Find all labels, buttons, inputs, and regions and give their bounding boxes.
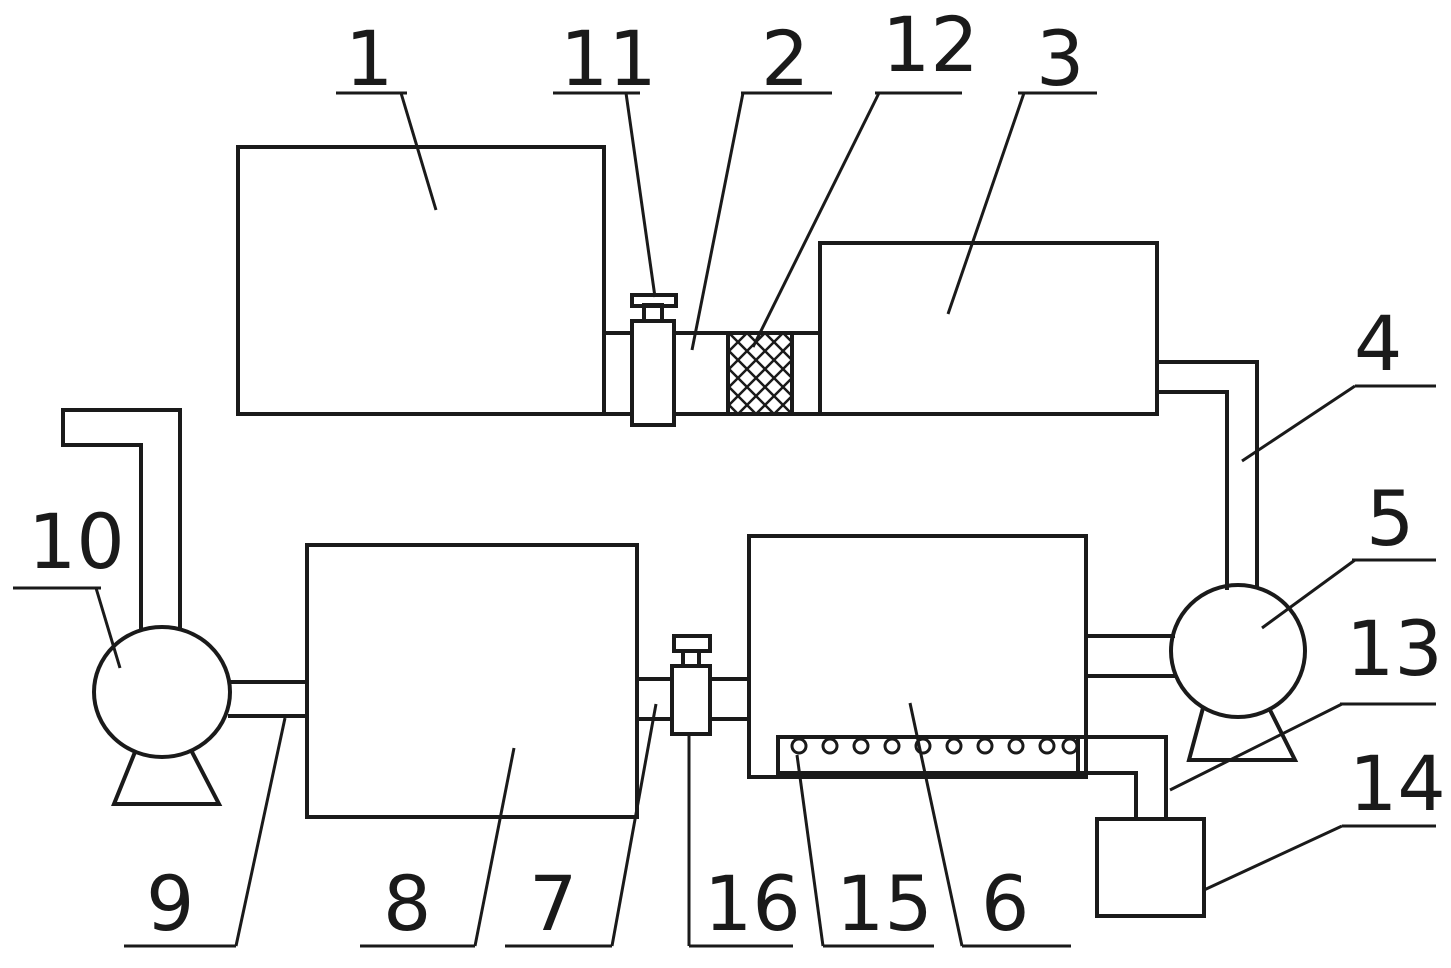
- pipe-9: [228, 680, 309, 718]
- tank-1: [236, 145, 606, 416]
- label-5: 5: [1366, 474, 1414, 563]
- aeration-pipe-15: [776, 735, 1080, 775]
- label-16: 16: [704, 859, 801, 948]
- label-group-3: 3: [946, 14, 1097, 315]
- label-8: 8: [383, 859, 431, 948]
- label-group-16: 16: [687, 734, 801, 948]
- filter-mesh-12: [726, 331, 794, 416]
- valve-11: [630, 293, 678, 427]
- label-group-10: 10: [13, 497, 125, 669]
- label-7: 7: [529, 859, 577, 948]
- pipe-4: [1155, 360, 1259, 590]
- label-3: 3: [1036, 14, 1084, 103]
- label-13: 13: [1346, 604, 1443, 693]
- blower-14: [1095, 817, 1206, 918]
- label-4: 4: [1354, 299, 1402, 388]
- label-11: 11: [560, 14, 657, 103]
- label-1: 1: [345, 14, 393, 103]
- label-group-5: 5: [1261, 474, 1436, 630]
- label-group-2: 2: [690, 14, 832, 351]
- tank-8: [305, 543, 639, 819]
- label-group-7: 7: [505, 703, 658, 948]
- label-group-12: 12: [751, 0, 979, 348]
- label-2: 2: [761, 14, 809, 103]
- label-group-11: 11: [553, 14, 657, 298]
- label-15: 15: [836, 859, 933, 948]
- label-12: 12: [882, 0, 979, 89]
- pipe-tank6-pump5: [1084, 634, 1177, 678]
- label-group-15: 15: [795, 754, 934, 948]
- valve-16: [670, 634, 712, 736]
- pump-10: [61, 408, 232, 806]
- label-group-6: 6: [908, 702, 1071, 948]
- label-6: 6: [981, 859, 1029, 948]
- label-group-1: 1: [336, 14, 438, 211]
- label-14: 14: [1349, 739, 1446, 828]
- air-pipe-13: [1076, 735, 1168, 821]
- label-group-14: 14: [1203, 739, 1446, 892]
- label-group-9: 9: [124, 717, 287, 948]
- label-9: 9: [146, 859, 194, 948]
- tank-6: [747, 534, 1088, 779]
- label-group-8: 8: [360, 747, 516, 948]
- tank-3: [818, 241, 1159, 416]
- label-group-13: 13: [1169, 604, 1443, 792]
- label-10: 10: [28, 497, 125, 586]
- label-group-4: 4: [1241, 299, 1436, 463]
